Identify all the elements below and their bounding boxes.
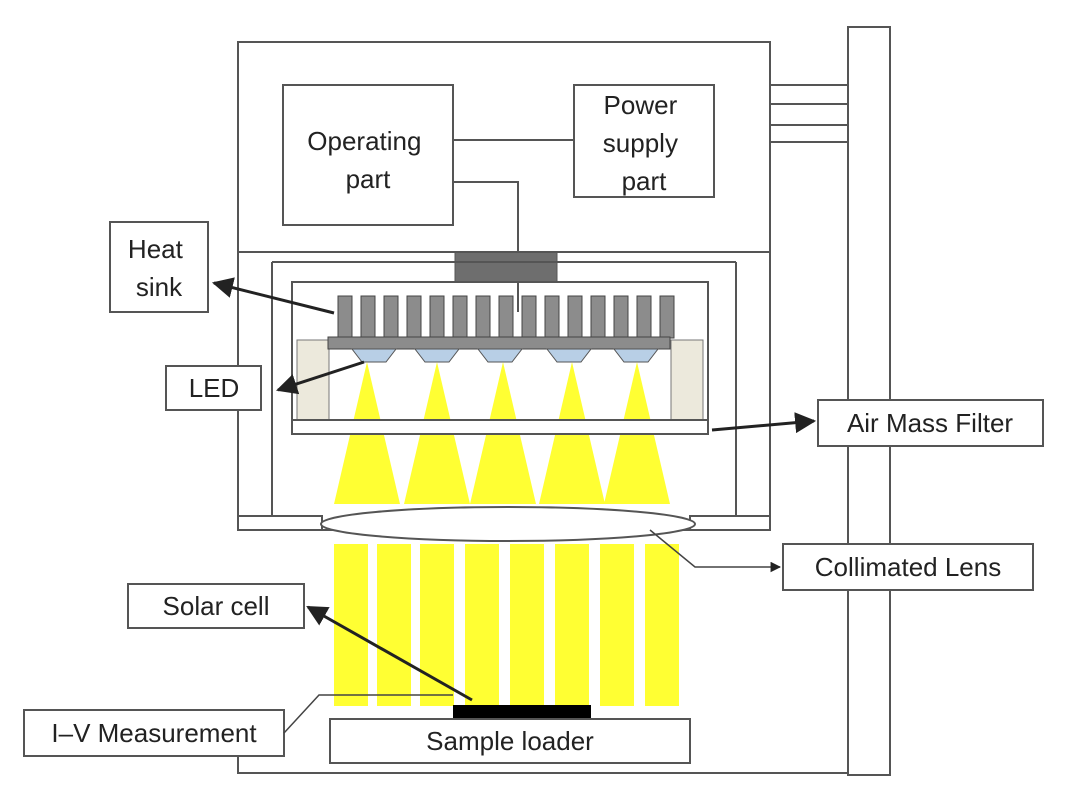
solar-cell-arrow: [306, 605, 473, 702]
wire-operating-to-led: [453, 181, 519, 312]
iv-measurement-label: I–V Measurement: [51, 718, 257, 748]
heat-sink-arrow: [211, 277, 335, 315]
air-mass-filter: [291, 419, 709, 435]
led-label: LED: [189, 373, 240, 403]
heat-sink-fin: [521, 295, 537, 339]
light-beam: [510, 544, 544, 706]
led-chip: [350, 348, 398, 363]
operating-part-box: [282, 84, 454, 226]
power-supply-part-box: [573, 84, 715, 198]
heat-sink-fin: [659, 295, 675, 339]
led-array: [350, 348, 660, 363]
solar-cell-label: Solar cell: [163, 591, 270, 621]
heat-sink-fin: [498, 295, 514, 339]
heat-sink-fin: [636, 295, 652, 339]
heat-sink-fin: [475, 295, 491, 339]
heat-sink-fin: [429, 295, 445, 339]
sample-loader-box: [329, 718, 691, 764]
heat-sink-fin: [567, 295, 583, 339]
heat-sink-fin: [406, 295, 422, 339]
air-mass-filter-callout-box: [817, 399, 1044, 447]
led-arrow: [276, 360, 365, 395]
led-chip: [545, 348, 593, 363]
heat-sink-fin: [590, 295, 606, 339]
led-chip: [413, 348, 461, 363]
collimated-beams: [334, 544, 679, 706]
heat-sink-fin: [360, 295, 376, 339]
air-mass-filter-arrow: [711, 412, 817, 434]
heat-sink-fin: [452, 295, 468, 339]
light-beam: [465, 544, 499, 706]
collimated-lens-label: Collimated Lens: [815, 552, 1001, 582]
led-chip: [612, 348, 660, 363]
side-panel-right: [670, 339, 704, 421]
light-beam: [600, 544, 634, 706]
lens-mount-left: [237, 515, 323, 531]
sample-loader-label: Sample loader: [426, 726, 594, 756]
heat-sink-fin: [383, 295, 399, 339]
light-beam: [555, 544, 589, 706]
collimated-lens-leader: [649, 529, 782, 573]
solar-cell-callout-box: [127, 583, 305, 629]
solar-cell: [453, 705, 591, 719]
connector-block: [454, 251, 558, 283]
heat-sink: [327, 295, 675, 350]
heat-sink-fin: [544, 295, 560, 339]
led-callout-box: [165, 365, 262, 411]
power-supply-part-label: Power supply part: [603, 90, 685, 196]
led-chip: [476, 348, 524, 363]
operating-part-label: Operating part: [307, 126, 428, 194]
iv-measurement-leader: [283, 694, 453, 734]
heat-sink-fin: [337, 295, 353, 339]
heat-sink-label: Heat sink: [128, 234, 190, 302]
collimated-lens-callout-box: [782, 543, 1034, 591]
heat-sink-fin: [613, 295, 629, 339]
light-beam: [377, 544, 411, 706]
heat-sink-callout-box: [109, 221, 209, 313]
collimated-lens: [320, 506, 696, 542]
air-mass-filter-label: Air Mass Filter: [847, 408, 1013, 438]
lens-mount-right: [689, 515, 771, 531]
light-beam: [645, 544, 679, 706]
heat-sink-base: [327, 336, 671, 350]
